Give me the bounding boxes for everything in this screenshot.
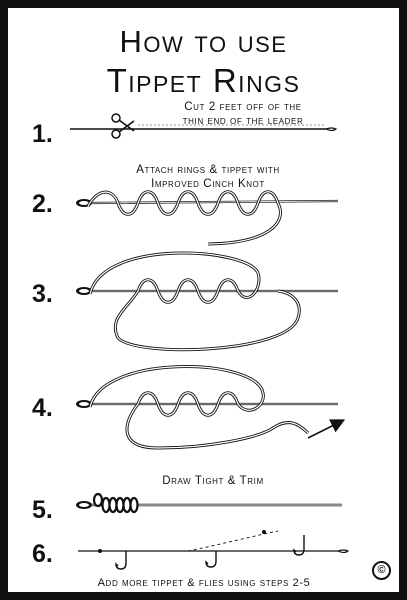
- step-4-knot: [76, 365, 346, 450]
- copyright-icon: ©: [372, 561, 391, 580]
- step-5-caption: Draw Tight & Trim: [162, 475, 264, 487]
- step-3-number: 3.: [32, 280, 53, 308]
- step-2-number: 2.: [32, 190, 53, 218]
- step-3-knot: [76, 251, 338, 352]
- step-6-rig: [78, 530, 350, 570]
- title-line-1: How to use: [119, 24, 288, 59]
- step-4-number: 4.: [32, 394, 53, 422]
- step-6-number: 6.: [32, 540, 53, 568]
- step-2-caption: Attach rings & tippet with Improved Cinc…: [136, 164, 280, 190]
- scissors-icon: [111, 113, 135, 139]
- step-5-number: 5.: [32, 496, 53, 524]
- step-1-number: 1.: [32, 120, 53, 148]
- step-6-caption: Add more tippet & flies using steps 2-5: [97, 577, 311, 589]
- hook-icon: [115, 535, 305, 570]
- title-line-2: Tippet Rings: [106, 62, 301, 99]
- step-2-knot: [76, 190, 339, 246]
- step-1-caption: Cut 2 feet off of the thin end of the le…: [182, 101, 304, 127]
- step-5-knot: [76, 492, 342, 514]
- step-1-leader: [70, 124, 338, 132]
- knot-illustrations: [70, 113, 350, 570]
- arrow-icon: [307, 419, 346, 439]
